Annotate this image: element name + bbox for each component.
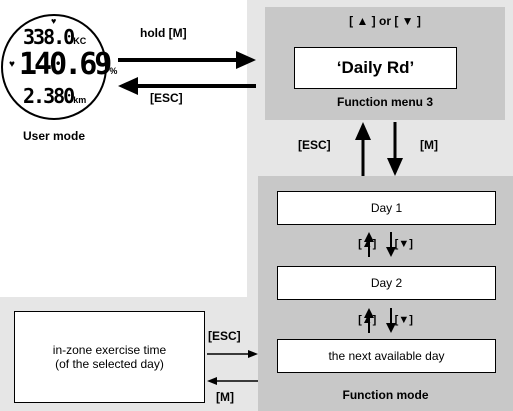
esc-bottom-label: [ESC] — [208, 329, 241, 343]
calories-display: 338.0KC — [23, 25, 87, 49]
hold-m-label: hold [M] — [140, 26, 187, 40]
heart-icon: ♥ — [51, 16, 57, 26]
exercise-time-line2: (of the selected day) — [55, 357, 164, 371]
exercise-time-box[interactable]: in-zone exercise time (of the selected d… — [14, 311, 205, 403]
calories-unit: KC — [73, 36, 87, 46]
distance-unit: km — [73, 95, 87, 105]
next-day-box[interactable]: the next available day — [277, 339, 496, 373]
nav-hint-1: [▲] [▼] — [358, 238, 413, 250]
esc-top-label: [ESC] — [150, 91, 183, 105]
day-1-label: Day 1 — [370, 201, 403, 215]
day-2-box[interactable]: Day 2 — [277, 266, 496, 300]
function-mode-label: Function mode — [342, 388, 429, 402]
menu-selected-item[interactable]: ‘Daily Rd’ — [294, 47, 457, 89]
menu-nav-hint: [ ▲ ] or [ ▼ ] — [349, 14, 421, 28]
day-1-box[interactable]: Day 1 — [277, 191, 496, 225]
hold-m-arrow — [118, 51, 256, 69]
menu-selected-item-label: ‘Daily Rd’ — [336, 58, 415, 77]
day-2-label: Day 2 — [370, 276, 403, 290]
distance-display: 2.380km — [23, 84, 87, 108]
esc-return-arrow — [118, 77, 256, 95]
function-menu-label: Function menu 3 — [337, 95, 433, 109]
main-unit: % — [109, 66, 118, 76]
indicator-icon: ♥ — [9, 59, 15, 70]
watch-face: ♥ 338.0KC ♥ 140.69% 2.380km — [1, 14, 117, 120]
next-day-label: the next available day — [328, 349, 445, 363]
user-mode-label: User mode — [22, 129, 86, 143]
m-bottom-label: [M] — [216, 390, 234, 404]
m-vertical-label: [M] — [420, 138, 438, 152]
esc-vertical-label: [ESC] — [298, 138, 331, 152]
nav-hint-2: [▲] [▼] — [358, 314, 413, 326]
exercise-time-line1: in-zone exercise time — [52, 343, 167, 357]
main-value-display: 140.69% — [19, 47, 118, 82]
